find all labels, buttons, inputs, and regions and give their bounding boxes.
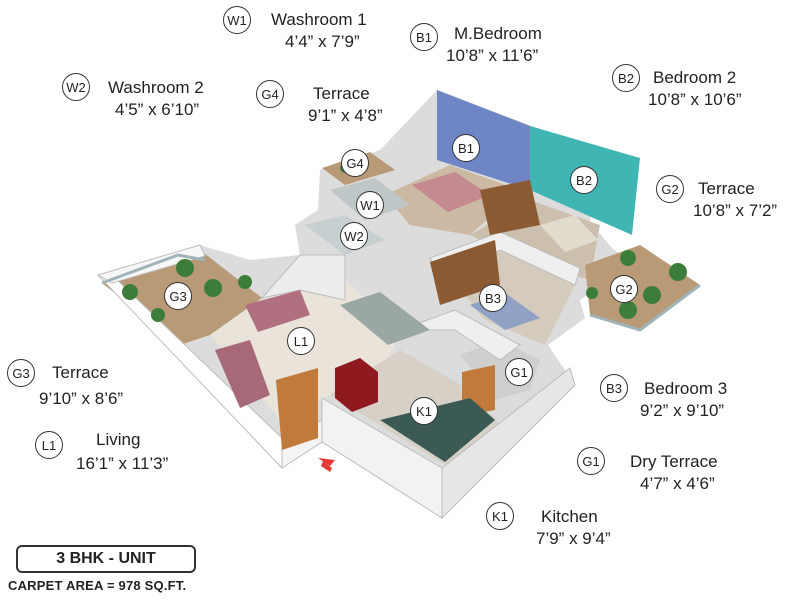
legend-name-g2: Terrace — [698, 179, 755, 198]
legend-size-w1: 4’4” x 7’9” — [285, 32, 360, 51]
plan-marker-w2: W2 — [340, 222, 368, 250]
legend-name-l1: Living — [96, 430, 141, 449]
fridge — [335, 358, 378, 412]
legend-badge-b2: B2 — [612, 64, 640, 92]
bed-master — [412, 172, 490, 212]
bedroom1-feature-wall — [437, 90, 530, 190]
plan-marker-b2: B2 — [570, 166, 598, 194]
dining-table — [340, 292, 430, 345]
plan-marker-g4: G4 — [341, 149, 369, 177]
plan-marker-g2: G2 — [610, 275, 638, 303]
plan-marker-b3: B3 — [479, 284, 507, 312]
legend-size-g3: 9’10” x 8’6” — [39, 389, 124, 408]
legend-size-g4: 9’1” x 4’8” — [308, 106, 383, 125]
legend-badge-g2: G2 — [656, 175, 684, 203]
legend-name-b3: Bedroom 3 — [644, 379, 728, 398]
legend-badge-w1: W1 — [223, 6, 251, 34]
legend-name-w2: Washroom 2 — [108, 78, 204, 97]
legend-name-b2: Bedroom 2 — [653, 68, 737, 87]
legend-name-g4: Terrace — [313, 84, 370, 103]
legend-badge-b3: B3 — [600, 374, 628, 402]
plan-marker-l1: L1 — [287, 327, 315, 355]
bed-2 — [540, 215, 598, 252]
legend-badge-l1: L1 — [35, 431, 63, 459]
wall-divider-living — [260, 254, 346, 301]
legend-size-g2: 10’8” x 7’2” — [693, 201, 778, 220]
legend-badge-w2: W2 — [62, 73, 90, 101]
legend-badge-g3: G3 — [7, 359, 35, 387]
wall-kitchen — [399, 309, 521, 361]
legend-badge-b1: B1 — [410, 23, 438, 51]
sofa-pink — [245, 290, 310, 332]
legend-name-b1: M.Bedroom — [454, 24, 542, 43]
legend-name-g1: Dry Terrace — [630, 452, 718, 471]
legend-size-b1: 10’8” x 11’6” — [446, 46, 539, 65]
wall-front-right — [441, 367, 576, 520]
legend-name-g3: Terrace — [52, 363, 109, 382]
legend-badge-k1: K1 — [486, 502, 514, 530]
plan-marker-b1: B1 — [452, 134, 480, 162]
railing-g3 — [101, 253, 206, 285]
legend-badge-g4: G4 — [256, 80, 284, 108]
legend-size-l1: 16’1” x 11’3” — [76, 454, 169, 473]
legend-size-w2: 4’5” x 6’10” — [115, 100, 200, 119]
entry-arrow-icon — [318, 458, 335, 466]
plants — [122, 163, 687, 322]
plan-marker-g1: G1 — [505, 358, 533, 386]
carpet-area-text: CARPET AREA = 978 SQ.FT. — [8, 578, 187, 593]
kitchen-counter — [380, 398, 495, 462]
legend-name-k1: Kitchen — [541, 507, 598, 526]
legend-size-b3: 9’2” x 9’10” — [640, 401, 725, 420]
plan-marker-w1: W1 — [356, 191, 384, 219]
unit-type-text: 3 BHK - UNIT — [56, 550, 156, 567]
wardrobe-1 — [480, 180, 540, 235]
door-living — [276, 368, 318, 450]
legend-size-k1: 7’9” x 9’4” — [536, 529, 611, 548]
plan-marker-k1: K1 — [410, 397, 438, 425]
plan-marker-g3: G3 — [164, 282, 192, 310]
legend-badge-g1: G1 — [577, 447, 605, 475]
legend-size-g1: 4’7” x 4’6” — [640, 474, 715, 493]
legend-size-b2: 10’8” x 10’6” — [648, 90, 742, 109]
unit-type-label: 3 BHK - UNIT — [16, 545, 196, 573]
railing-g2 — [589, 283, 701, 332]
entry-arrow-tail — [321, 461, 332, 472]
legend-name-w1: Washroom 1 — [271, 10, 367, 29]
sofa-pink-2 — [215, 340, 270, 408]
